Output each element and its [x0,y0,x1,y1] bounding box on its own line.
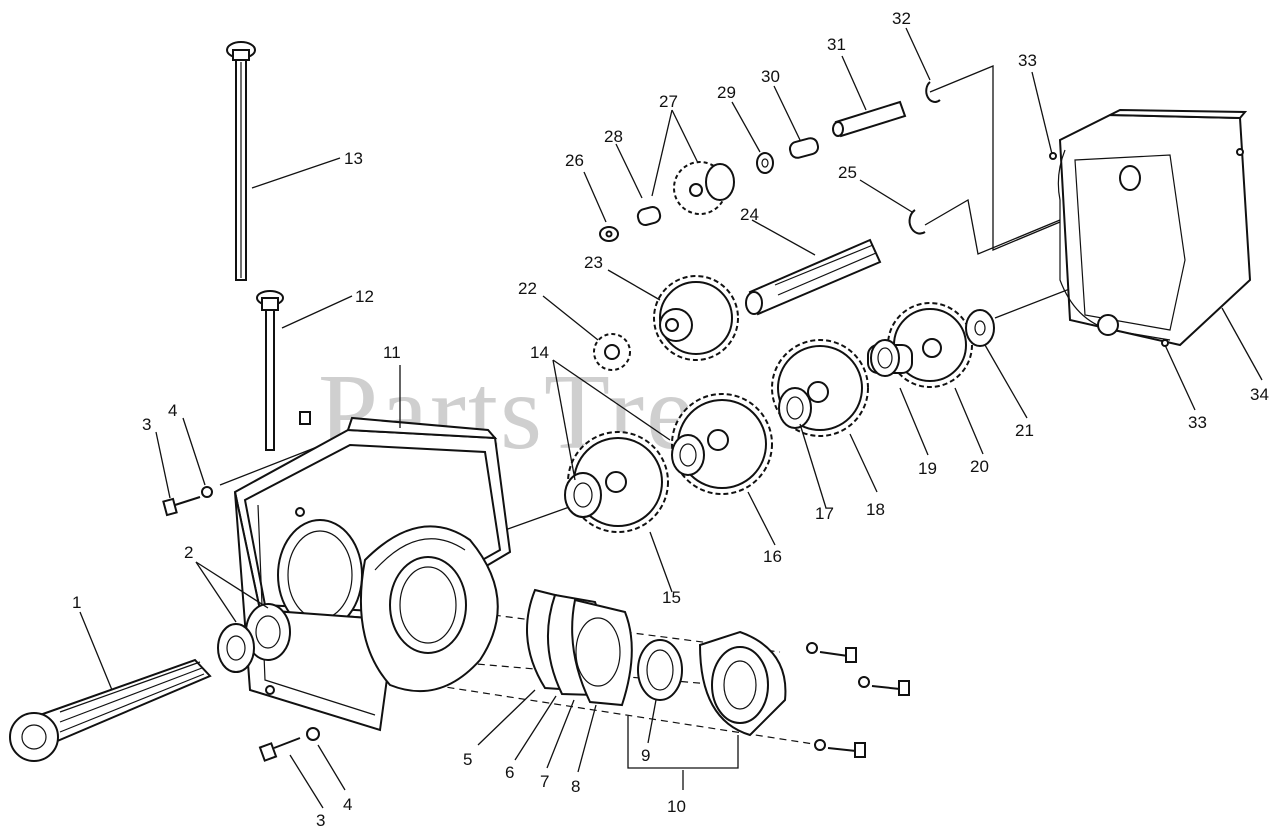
callout-19: 19 [918,459,937,478]
callout-31: 31 [827,35,846,54]
part-10-bearing-cap [698,630,787,737]
callout-23: 23 [584,253,603,272]
callout-11: 11 [383,343,401,362]
part-22-gear [593,333,631,371]
part-21-washer [965,309,995,347]
part-15-gear [564,431,669,533]
right-bolts [806,642,910,758]
callout-4-upper: 4 [168,401,177,420]
part-18-gear [771,339,869,437]
callout-3-lower: 3 [316,811,325,830]
bolt-lower [258,727,320,762]
callout-33-lower: 33 [1188,413,1207,432]
callout-24: 24 [740,205,759,224]
callout-14: 14 [530,343,549,362]
part-24-shaft [745,238,882,316]
callout-18: 18 [866,500,885,519]
callout-7: 7 [540,772,549,791]
bolt-upper [162,486,213,517]
callout-17: 17 [815,504,834,523]
part-9-sleeve [637,639,683,701]
part-23-gear [653,275,739,361]
part-29-washer [756,152,774,174]
callout-6: 6 [505,763,514,782]
part-20-gear [867,302,973,388]
callout-12: 12 [355,287,374,306]
callout-8: 8 [571,777,580,796]
callout-25: 25 [838,163,857,182]
part-1-pinion-shaft [9,658,212,762]
callout-4-lower: 4 [343,795,352,814]
callout-26: 26 [565,151,584,170]
leader-lines [79,27,1263,809]
callout-15: 15 [662,588,681,607]
part-2-bearing [217,603,291,673]
callout-22: 22 [518,279,537,298]
gaskets [526,588,633,707]
callout-5: 5 [463,750,472,769]
part-25-snap-ring [908,209,926,235]
callout-27: 27 [659,92,678,111]
callout-33-upper: 33 [1018,51,1037,70]
callout-27-28: 28 [604,127,623,146]
callout-16: 16 [763,547,782,566]
callout-3-upper: 3 [142,415,151,434]
part-28-bushing [636,205,662,227]
callout-21: 21 [1015,421,1034,440]
part-16-gear [671,393,773,495]
part-11-housing [233,416,512,732]
part-31-shaft [832,100,907,138]
part-27-gear [673,161,735,215]
callout-29: 29 [717,83,736,102]
callout-2: 2 [184,543,193,562]
callout-1: 1 [72,593,81,612]
callout-32: 32 [892,9,911,28]
part-12-rod [256,290,311,451]
part-13-shift-rod [226,41,256,281]
callout-30: 30 [761,67,780,86]
part-34-cover [1049,108,1252,347]
callout-13: 13 [344,149,363,168]
part-26-washer [599,226,619,242]
callout-20: 20 [970,457,989,476]
callout-9: 9 [641,746,650,765]
callout-labels: 1 2 3 4 3 4 5 6 7 8 9 10 11 12 13 14 15 … [72,9,1269,830]
part-30-bushing [788,137,820,159]
part-32-snap-ring [925,81,941,103]
callout-34: 34 [1250,385,1269,404]
callout-10: 10 [667,797,686,816]
